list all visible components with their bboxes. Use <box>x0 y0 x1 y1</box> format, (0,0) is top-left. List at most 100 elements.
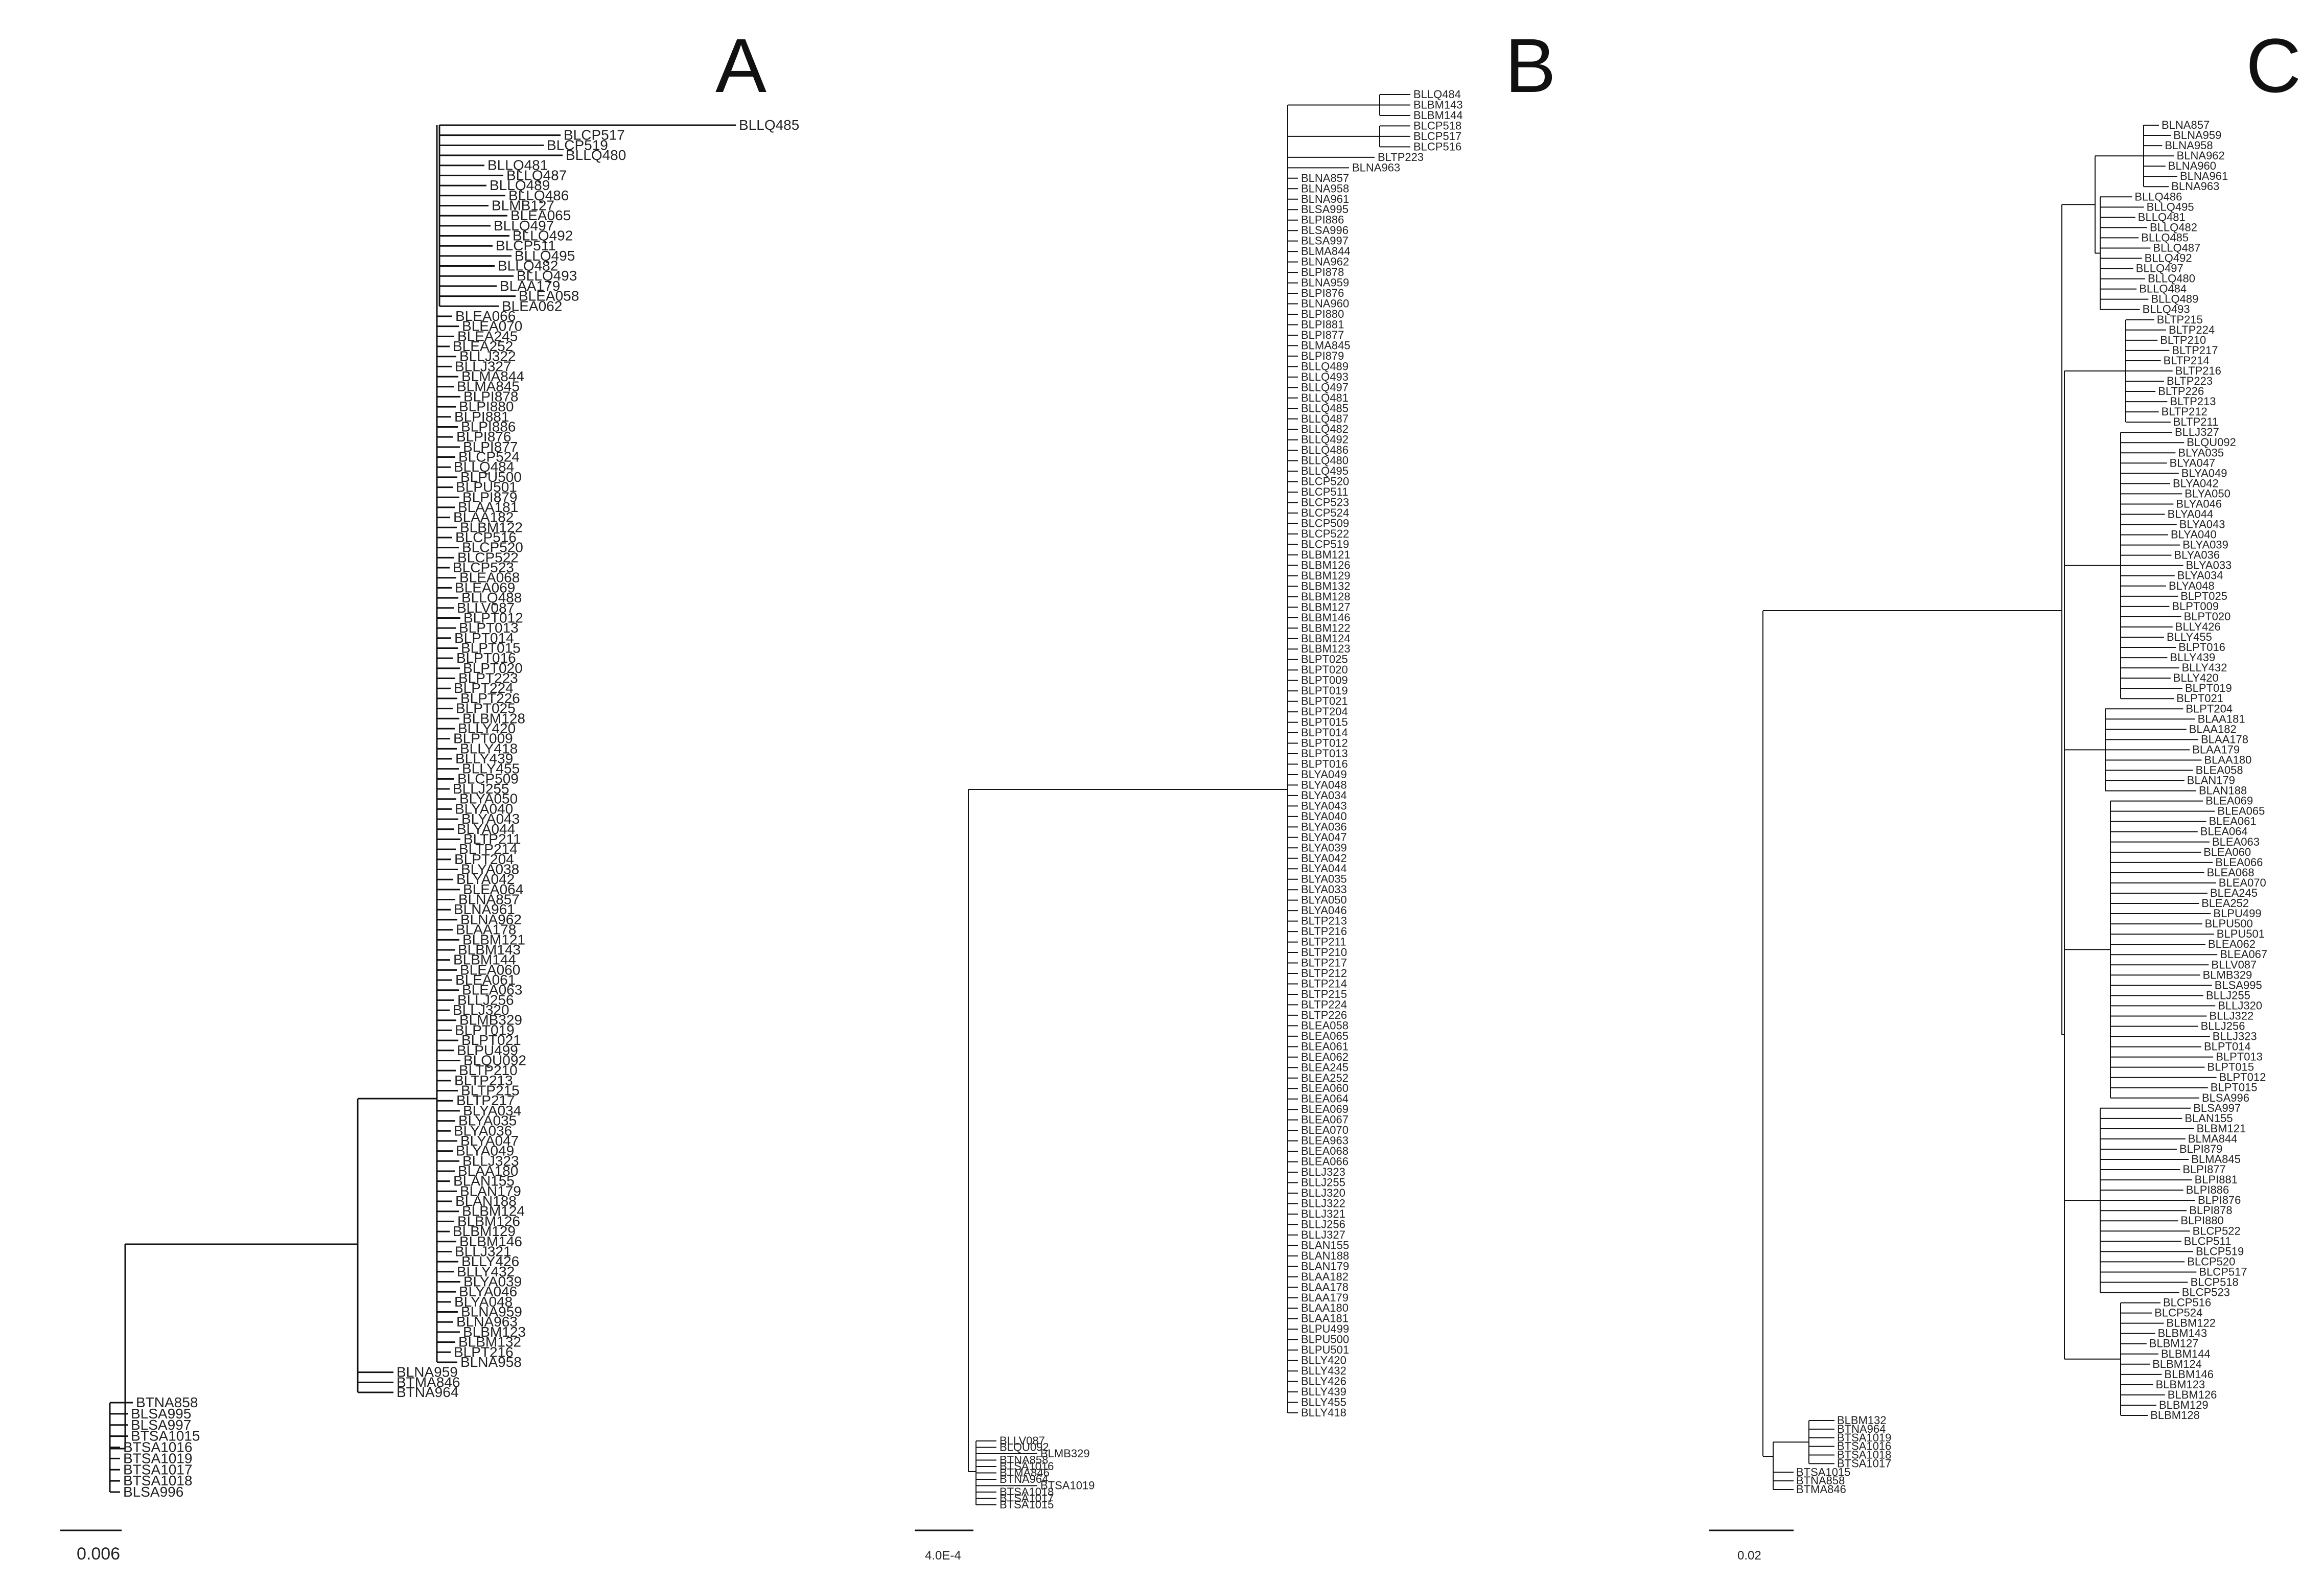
tree-a-leaf-label: BLAN188 <box>455 1193 517 1209</box>
tree-b-leaf-label: BLLJ323 <box>1301 1166 1345 1178</box>
tree-c-leaf-label: BLEA064 <box>2200 825 2248 838</box>
tree-b-leaf-label: BLNA857 <box>1301 172 1349 184</box>
tree-b-branches <box>968 94 1410 1505</box>
tree-c-leaf-label: BLAA182 <box>2189 723 2237 735</box>
tree-b-leaf-label: BLLQ493 <box>1301 370 1349 383</box>
tree-a-leaf-label: BLLJ321 <box>455 1243 512 1259</box>
tree-b-leaf-label: BLPU499 <box>1301 1322 1349 1335</box>
tree-b-leaf-label: BLEA069 <box>1301 1103 1349 1115</box>
tree-c-leaf-label: BLPT015 <box>2211 1081 2258 1094</box>
tree-c-leaf-label: BLLJ327 <box>2175 426 2219 438</box>
tree-a-leaf-label: BLLJ323 <box>462 1153 519 1169</box>
tree-c-leaf-label: BLLQ495 <box>2147 200 2194 213</box>
tree-c-leaf-label: BLSA995 <box>2215 979 2262 991</box>
tree-b-leaf-label: BLPT025 <box>1301 653 1348 666</box>
tree-b-leaf-label: BLEA963 <box>1301 1134 1349 1147</box>
tree-b-leaf-label: BLTP212 <box>1301 967 1347 980</box>
tree-b-leaf-label: BLTP223 <box>1378 151 1424 164</box>
tree-a-leaf-label: BLLY418 <box>460 740 518 756</box>
tree-b-leaf-label: BLYA049 <box>1301 768 1347 781</box>
tree-c-leaf-label: BLYA044 <box>2168 508 2214 521</box>
tree-a-leaf-label: BLPT019 <box>455 1022 515 1038</box>
tree-b-leaf-label: BTNA858 <box>1000 1454 1048 1466</box>
tree-c-leaf-labels: BLNA857BLNA959BLNA958BLNA962BLNA960BLNA9… <box>1796 119 2267 1496</box>
tree-a-leaf-label: BLLQ485 <box>739 117 799 133</box>
tree-c-leaf-label: BLLY426 <box>2175 620 2221 633</box>
tree-a-leaf-label: BLBM146 <box>459 1233 522 1249</box>
tree-a-leaf-label: BLEA252 <box>453 338 513 354</box>
tree-c-leaf-label: BLEA065 <box>2217 805 2265 818</box>
tree-a-leaf-label: BLYA035 <box>458 1113 517 1129</box>
tree-b-leaf-label: BLMB329 <box>1040 1447 1090 1460</box>
tree-c-leaf-label: BLCP517 <box>2199 1265 2247 1278</box>
tree-b-leaf-label: BLPT014 <box>1301 726 1348 739</box>
tree-c-leaf-label: BLLQ480 <box>2148 272 2195 285</box>
tree-a-leaf-label: BLPI879 <box>462 489 517 505</box>
tree-a-leaf-label: BLAN155 <box>453 1173 515 1189</box>
tree-b-leaf-label: BLPI879 <box>1301 350 1344 362</box>
tree-a-leaf-label: BLLJ256 <box>457 992 514 1008</box>
tree-b-leaf-label: BLBM123 <box>1301 642 1351 655</box>
tree-b-leaf-label: BLQU092 <box>1000 1441 1049 1454</box>
tree-b-leaf-label: BLBM121 <box>1301 548 1351 561</box>
tree-b-leaf-label: BLAN188 <box>1301 1249 1349 1262</box>
tree-a-leaf-label: BLYA049 <box>456 1143 514 1159</box>
tree-c-leaf-label: BLLJ320 <box>2218 999 2262 1012</box>
tree-a-leaf-label: BLNA962 <box>460 912 522 927</box>
tree-b-leaf-label: BLLY432 <box>1301 1364 1346 1377</box>
tree-a-leaf-label: BLYA050 <box>459 791 518 807</box>
tree-a-leaf-label: BLEA069 <box>455 579 515 595</box>
tree-a-leaf-label: BLLY420 <box>458 720 516 736</box>
tree-b-leaf-label: BLAA180 <box>1301 1301 1349 1314</box>
tree-c-leaf-label: BTNA858 <box>1796 1474 1845 1487</box>
tree-c-leaf-label: BLMA845 <box>2191 1153 2241 1166</box>
tree-c-leaf-label: BLPU500 <box>2205 917 2253 930</box>
tree-b-leaf-label: BLLQ481 <box>1301 391 1349 404</box>
tree-b-leaf-label: BLNA961 <box>1301 193 1349 205</box>
tree-a-leaf-label: BLPI881 <box>454 409 509 425</box>
tree-a-leaf-label: BLPT223 <box>458 670 518 686</box>
tree-c-leaf-label: BLPT012 <box>2219 1071 2266 1084</box>
tree-a-leaf-label: BLYA034 <box>463 1103 521 1119</box>
tree-a-leaf-label: BLYA048 <box>454 1294 513 1310</box>
tree-a-leaf-label: BLLQ481 <box>487 157 548 173</box>
tree-b-leaf-label: BLBM127 <box>1301 600 1351 613</box>
tree-b-leaf-label: BLNA963 <box>1352 161 1400 174</box>
tree-a-leaf-label: BTSA1015 <box>131 1428 200 1444</box>
tree-c-leaf-label: BTSA1015 <box>1796 1465 1850 1478</box>
tree-b-leaf-label: BLEA064 <box>1301 1092 1349 1105</box>
tree-c-leaf-label: BLLJ256 <box>2201 1019 2245 1032</box>
tree-a-leaf-label: BLCP522 <box>457 549 519 565</box>
tree-b-leaf-label: BLTP215 <box>1301 988 1347 1000</box>
tree-b-leaf-label: BLLV087 <box>1000 1434 1045 1447</box>
tree-c-leaf-label: BLTP212 <box>2162 405 2207 418</box>
tree-a-leaf-label: BLBM124 <box>462 1203 525 1219</box>
tree-b-leaf-label: BLEA067 <box>1301 1113 1349 1126</box>
tree-b-leaf-label: BLNA960 <box>1301 297 1349 310</box>
tree-c-leaf-label: BLYA040 <box>2171 528 2217 541</box>
tree-b-leaf-label: BLAA182 <box>1301 1270 1349 1283</box>
tree-c-leaf-label: BLBM121 <box>2197 1122 2246 1135</box>
tree-a-leaf-label: BLEA063 <box>462 982 522 998</box>
tree-b-leaf-label: BTSA1015 <box>1000 1498 1054 1511</box>
tree-c-leaf-label: BLNA961 <box>2180 170 2228 182</box>
tree-c-leaf-label: BLBM132 <box>1837 1414 1887 1427</box>
tree-c-leaf-label: BLBM144 <box>2161 1347 2211 1360</box>
tree-b-leaf-label: BLYA044 <box>1301 862 1347 875</box>
tree-b-leaf-label: BLMA844 <box>1301 245 1351 258</box>
tree-b-leaf-label: BLLQ485 <box>1301 402 1349 414</box>
tree-c-leaf-label: BLYA039 <box>2182 539 2228 551</box>
tree-b-leaf-label: BLAN179 <box>1301 1260 1349 1272</box>
tree-b-leaf-label: BLBM132 <box>1301 579 1351 592</box>
tree-b-leaf-label: BLEA252 <box>1301 1072 1349 1084</box>
tree-c-leaf-label: BLLQ482 <box>2150 221 2197 234</box>
tree-c-leaf-label: BLEA061 <box>2209 815 2257 828</box>
tree-a-leaf-label: BLBM129 <box>453 1223 516 1239</box>
tree-b-leaf-label: BLLQ482 <box>1301 423 1349 435</box>
tree-c-leaf-label: BLTP224 <box>2169 323 2215 336</box>
tree-c-leaf-label: BLLQ486 <box>2134 190 2182 203</box>
tree-c-leaf-label: BLLV087 <box>2211 958 2257 971</box>
tree-a-leaf-label: BLYA042 <box>456 871 515 887</box>
tree-c-leaf-label: BLEA252 <box>2201 897 2249 910</box>
tree-a-leaf-label: BLLQ488 <box>461 590 522 606</box>
